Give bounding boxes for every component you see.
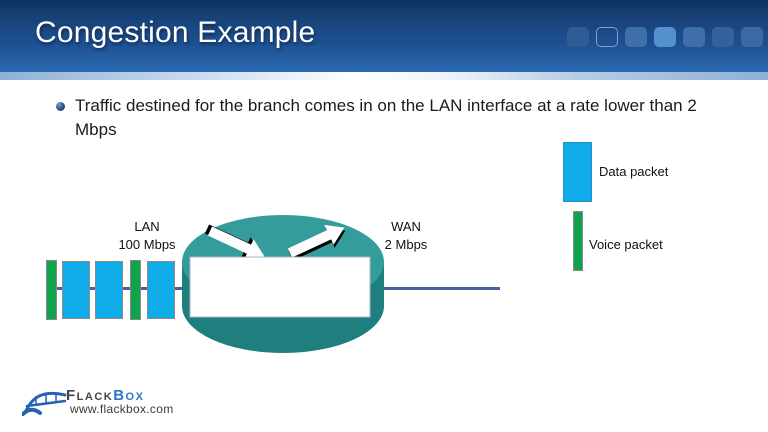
page-title: Congestion Example <box>35 16 316 49</box>
voice-packet-swatch <box>573 211 583 271</box>
router-queue-box <box>189 256 371 318</box>
wan-name: WAN <box>391 219 421 234</box>
data-packet-label: Data packet <box>599 164 669 179</box>
voice-packet <box>130 260 141 320</box>
router-icon <box>182 215 384 353</box>
voice-packet-label: Voice packet <box>589 237 663 252</box>
wan-link-line <box>368 287 500 290</box>
wan-interface-label: WAN 2 Mbps <box>366 218 446 254</box>
data-packet-swatch <box>563 142 592 202</box>
voice-packet <box>46 260 57 320</box>
header-decor-square <box>596 27 618 47</box>
bullet-icon <box>56 102 65 111</box>
inbound-arrow-icon <box>204 224 265 260</box>
header-bar: Congestion Example <box>0 0 768 72</box>
header-gradient-band <box>0 72 768 80</box>
outbound-arrow-icon <box>287 224 346 261</box>
lan-interface-label: LAN 100 Mbps <box>107 218 187 254</box>
brand-wordmark: FlackBox <box>66 387 144 404</box>
header-decor-square <box>567 27 589 47</box>
lan-name: LAN <box>134 219 160 234</box>
header-decor-square <box>654 27 676 47</box>
data-packet <box>62 261 90 319</box>
data-packet <box>147 261 175 319</box>
brand-secondary: Box <box>113 387 145 404</box>
lan-rate: 100 Mbps <box>118 237 176 252</box>
bullet-text: Traffic destined for the branch comes in… <box>75 96 697 139</box>
website-url: www.flackbox.com <box>70 402 174 416</box>
wan-rate: 2 Mbps <box>384 237 428 252</box>
header-decor-square <box>683 27 705 47</box>
brand-primary: Flack <box>66 387 114 404</box>
header-decor-square <box>741 27 763 47</box>
flackbox-logo-icon <box>22 391 67 416</box>
header-decor-square <box>712 27 734 47</box>
header-decor-square <box>625 27 647 47</box>
data-packet <box>95 261 123 319</box>
